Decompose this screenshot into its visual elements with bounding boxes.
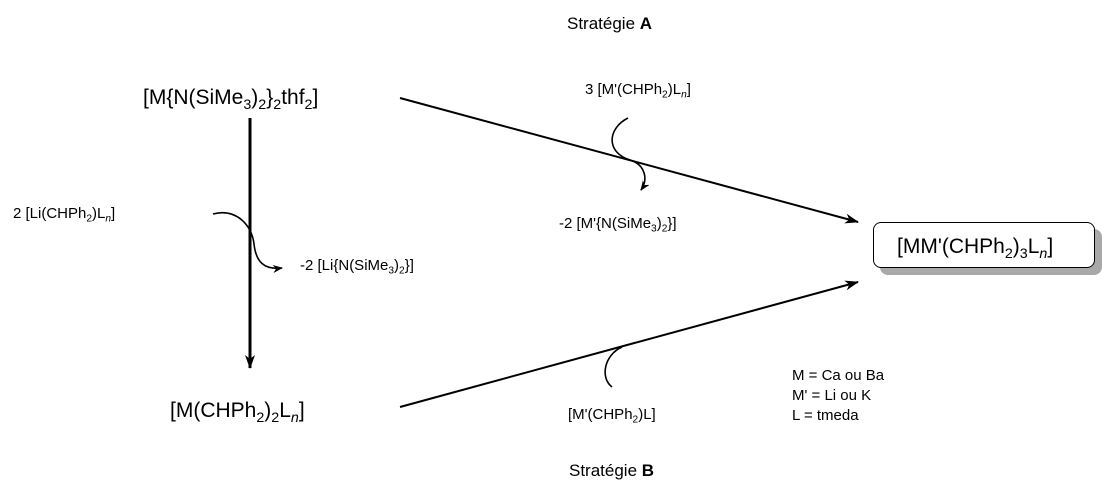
reagent-strategy-b: [M'(CHPh2)L] — [568, 406, 656, 426]
arrow-strategy-b — [399, 280, 859, 408]
reagent-li: 2 [Li(CHPh2)Ln] — [13, 205, 116, 225]
strategy-a-title: Stratégie A — [567, 14, 653, 33]
product-complex: [MM'(CHPh2)3Ln] — [897, 235, 1054, 262]
legend-m: M = Ca ou Ba — [792, 367, 885, 384]
curved-arrow-reagent-b — [604, 346, 623, 388]
starting-complex: [M{N(SiMe3)2}2thf2] — [143, 86, 319, 113]
reagent-strategy-a: 3 [M'(CHPh2)Ln] — [585, 81, 691, 101]
legend: M = Ca ou Ba M' = Li ou K L = tmeda — [792, 366, 884, 426]
product-box — [873, 222, 1095, 268]
byproduct-li: -2 [Li{N(SiMe3)2}] — [300, 257, 414, 277]
curved-arrow-reagent-a — [611, 117, 650, 191]
strategy-b-title: Stratégie B — [569, 461, 655, 480]
legend-l: L = tmeda — [792, 407, 859, 424]
intermediate-complex: [M(CHPh2)2Ln] — [170, 399, 305, 426]
byproduct-strategy-a: -2 [M'{N(SiMe3)2}] — [559, 215, 677, 235]
legend-m-prime: M' = Li ou K — [792, 387, 872, 404]
curved-arrow-reagent-li — [212, 212, 283, 273]
